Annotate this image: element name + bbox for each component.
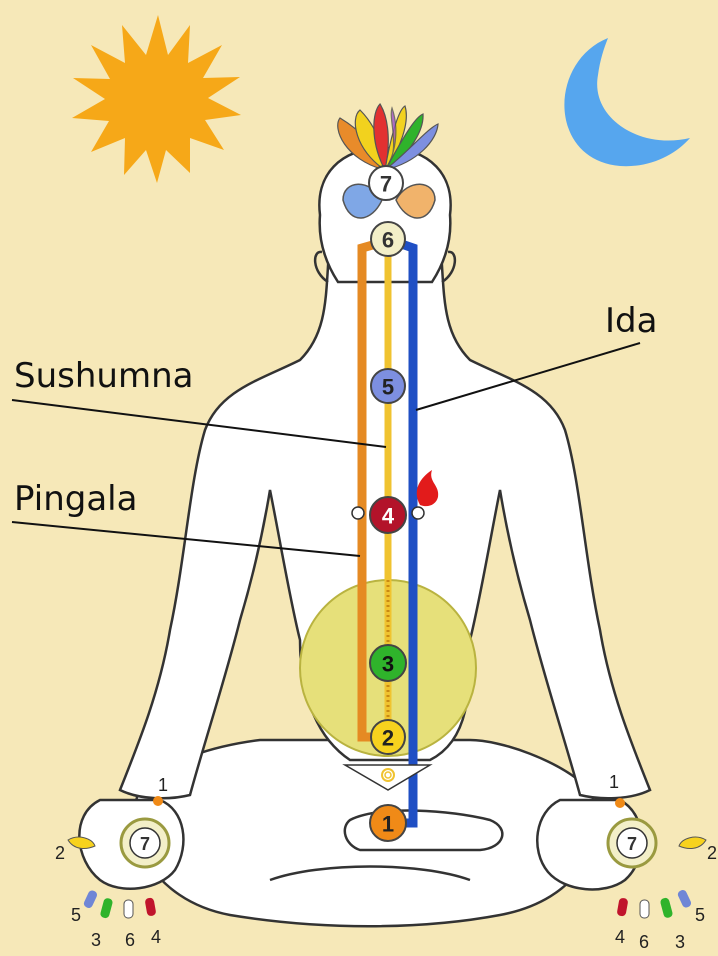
right-finger-4: 4 — [615, 927, 625, 947]
right-finger-3: 3 — [675, 932, 685, 952]
chakra-7-number: 7 — [380, 172, 392, 197]
right-hand-details: 7 1 2 5 3 6 4 — [608, 772, 717, 952]
left-finger-1: 1 — [158, 775, 168, 795]
ida-label: Ida — [605, 301, 657, 341]
heart-side-dot-left — [352, 507, 364, 519]
left-finger-5: 5 — [71, 905, 81, 925]
right-finger-6: 6 — [639, 932, 649, 952]
left-finger-2: 2 — [55, 843, 65, 863]
chakra-1: 1 — [370, 805, 406, 841]
moon-icon — [564, 38, 690, 166]
right-finger-1: 1 — [609, 772, 619, 792]
chakra-4-number: 4 — [382, 504, 395, 529]
chakra-2: 2 — [371, 720, 405, 754]
chakra-6: 6 — [371, 222, 405, 256]
right-finger-5: 5 — [695, 905, 705, 925]
left-palm-number: 7 — [140, 834, 150, 854]
sushumna-label: Sushumna — [14, 356, 193, 396]
heart-side-dot-right — [412, 507, 424, 519]
left-finger-6: 6 — [125, 930, 135, 950]
chakra-1-number: 1 — [382, 812, 394, 837]
chakra-6-number: 6 — [382, 228, 394, 253]
chakra-5-number: 5 — [382, 375, 394, 400]
right-palm-number: 7 — [627, 834, 637, 854]
chakra-2-number: 2 — [382, 726, 394, 751]
chakra-4: 4 — [370, 497, 406, 533]
left-finger-3: 3 — [91, 930, 101, 950]
sun-icon — [72, 15, 241, 183]
chakra-7: 7 — [369, 166, 403, 200]
left-finger-4: 4 — [151, 927, 161, 947]
chakra-5: 5 — [371, 369, 405, 403]
right-finger-2: 2 — [707, 843, 717, 863]
chakra-3: 3 — [370, 645, 406, 681]
chakra-3-number: 3 — [382, 652, 394, 677]
pingala-label: Pingala — [14, 479, 137, 519]
